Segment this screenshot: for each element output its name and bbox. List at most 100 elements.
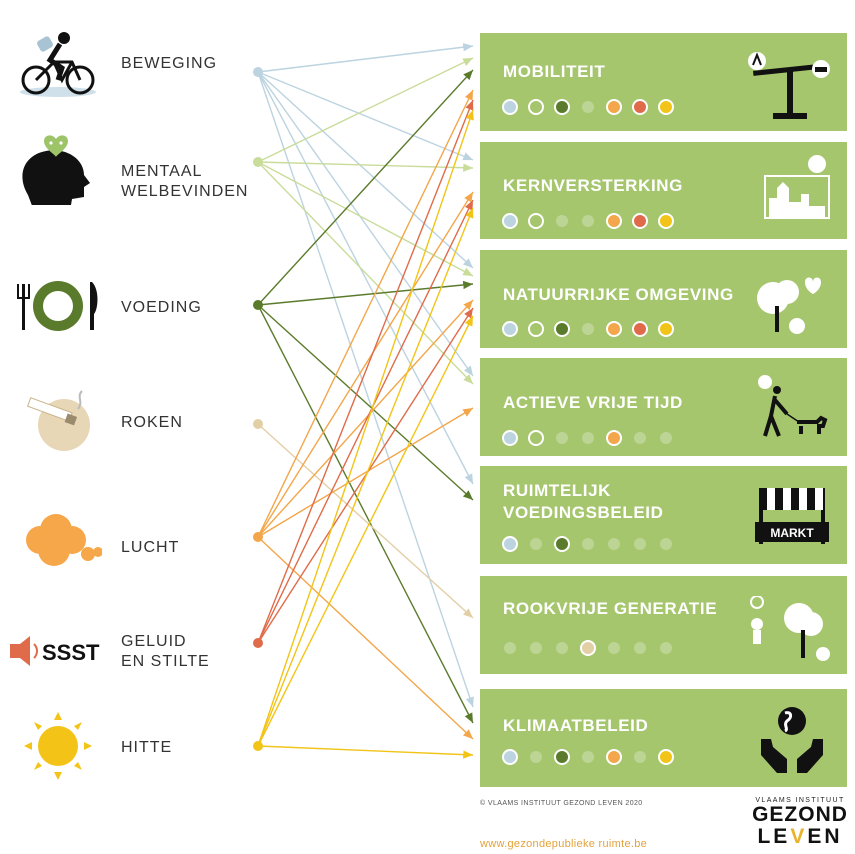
factor-label-line2: WELBEVINDEN xyxy=(121,183,249,200)
source-dot-lucht xyxy=(253,532,263,542)
factor-dot-mentaal xyxy=(528,321,544,337)
factor-label: VOEDING xyxy=(121,299,202,316)
factor-dot-roken xyxy=(580,640,596,656)
sun-icon xyxy=(24,712,92,780)
link-beweging-natuur xyxy=(257,71,474,269)
factor-dot-mentaal xyxy=(528,99,544,115)
theme-title: NATUURRIJKE OMGEVING xyxy=(503,285,734,304)
factor-dot-hitte xyxy=(658,99,674,115)
source-dot-roken xyxy=(253,419,263,429)
factor-dot-beweging xyxy=(502,213,518,229)
factor-dot-roken xyxy=(582,101,594,113)
factor-dot-lucht xyxy=(606,321,622,337)
link-lucht-mobiliteit xyxy=(257,89,474,538)
website-link[interactable]: www.gezondepublieke ruimte.be xyxy=(480,838,648,850)
theme-title-line1: RUIMTELIJK xyxy=(503,481,611,500)
gezond-leven-logo: VLAAMS INSTITUUT GEZOND LEVEN xyxy=(750,797,850,853)
town-icon xyxy=(764,155,830,219)
markt-text: MARKT xyxy=(770,526,814,540)
logo-top-text: VLAAMS INSTITUUT xyxy=(755,797,845,804)
factor-dot-roken xyxy=(582,751,594,763)
factor-dot-mentaal xyxy=(530,751,542,763)
theme-title: RUIMTELIJK VOEDINGSBELEID xyxy=(503,480,743,524)
theme-card-rookvrij: ROOKVRIJE GENERATIE xyxy=(480,576,847,674)
factor-voeding: VOEDING xyxy=(0,268,250,348)
factor-dot-mentaal xyxy=(530,642,542,654)
link-lucht-kernversterking xyxy=(257,191,474,538)
link-geluid-mobiliteit xyxy=(257,99,474,644)
source-dot-mentaal xyxy=(253,157,263,167)
link-beweging-kernversterking xyxy=(257,71,474,161)
source-dot-hitte xyxy=(253,741,263,751)
factor-dot-voeding xyxy=(554,99,570,115)
link-hitte-mobiliteit xyxy=(257,109,474,747)
factor-dot-geluid xyxy=(632,321,648,337)
factor-dot-geluid xyxy=(632,99,648,115)
theme-card-natuur: NATUURRIJKE OMGEVING xyxy=(480,250,847,348)
factor-dot-beweging xyxy=(502,749,518,765)
link-mentaal-vrijetijd xyxy=(257,161,474,385)
factor-hitte: HITTE xyxy=(0,708,250,788)
earth-hands-icon xyxy=(761,707,823,773)
link-lucht-natuur xyxy=(257,299,474,538)
factor-dot-lucht xyxy=(608,538,620,550)
factor-beweging: BEWEGING xyxy=(0,30,250,110)
factor-dot-geluid xyxy=(634,751,646,763)
cloud-icon xyxy=(26,514,102,566)
link-lucht-vrijetijd xyxy=(257,407,474,538)
factor-label: HITTE xyxy=(121,739,173,756)
link-geluid-kernversterking xyxy=(257,199,474,644)
factor-label-line1: MENTAAL xyxy=(121,163,203,180)
factor-label: LUCHT xyxy=(121,539,180,556)
factor-dot-lucht xyxy=(606,749,622,765)
theme-card-mobiliteit: MOBILITEIT xyxy=(480,33,847,131)
factor-dot-hitte xyxy=(660,432,672,444)
factor-dot-geluid xyxy=(634,538,646,550)
factor-dot-roken xyxy=(582,215,594,227)
copyright-text: © VLAAMS INSTITUUT GEZOND LEVEN 2020 xyxy=(480,800,643,807)
link-voeding-klimaat xyxy=(257,304,474,724)
theme-title: ACTIEVE VRIJE TIJD xyxy=(503,393,683,412)
factor-dot-lucht xyxy=(606,213,622,229)
factor-dot-hitte xyxy=(658,213,674,229)
link-beweging-klimaat xyxy=(257,71,474,708)
factor-dot-voeding xyxy=(556,215,568,227)
factor-dot-voeding xyxy=(556,432,568,444)
theme-card-kernversterking: KERNVERSTERKING xyxy=(480,142,847,239)
walker-dog-icon xyxy=(758,375,828,437)
factor-dot-voeding xyxy=(554,749,570,765)
link-hitte-kernversterking xyxy=(257,207,474,747)
theme-card-vrijetijd: ACTIEVE VRIJE TIJD xyxy=(480,358,847,456)
link-voeding-natuur xyxy=(257,280,474,306)
factor-dot-beweging xyxy=(502,321,518,337)
factor-dot-roken xyxy=(582,538,594,550)
factor-dot-beweging xyxy=(502,99,518,115)
factor-dot-hitte xyxy=(660,642,672,654)
factor-dot-beweging xyxy=(502,430,518,446)
link-mentaal-mobiliteit xyxy=(257,57,474,163)
source-dot-beweging xyxy=(253,67,263,77)
factor-dot-lucht xyxy=(606,430,622,446)
factor-roken: ROKEN xyxy=(0,385,250,465)
factor-label-line2: EN STILTE xyxy=(121,653,210,670)
factor-dot-voeding xyxy=(554,536,570,552)
link-hitte-klimaat xyxy=(257,745,474,759)
logo-line2: LEVEN xyxy=(757,825,843,848)
factor-label: BEWEGING xyxy=(121,55,218,72)
factor-dot-roken xyxy=(582,432,594,444)
ssst-text: SSST xyxy=(42,640,100,665)
scale-icon xyxy=(748,52,830,119)
theme-card-voedingsbeleid: RUIMTELIJK VOEDINGSBELEID MARKT xyxy=(480,466,847,564)
source-dot-voeding xyxy=(253,300,263,310)
theme-title: ROOKVRIJE GENERATIE xyxy=(503,599,718,618)
factor-dot-hitte xyxy=(658,321,674,337)
speaker-icon: SSST xyxy=(10,636,100,666)
factor-dot-geluid xyxy=(632,213,648,229)
factor-dot-geluid xyxy=(634,642,646,654)
link-mentaal-kernversterking xyxy=(257,161,474,172)
factor-dot-beweging xyxy=(502,536,518,552)
factor-dot-voeding xyxy=(556,642,568,654)
link-mentaal-natuur xyxy=(257,161,474,277)
factor-dot-voeding xyxy=(554,321,570,337)
